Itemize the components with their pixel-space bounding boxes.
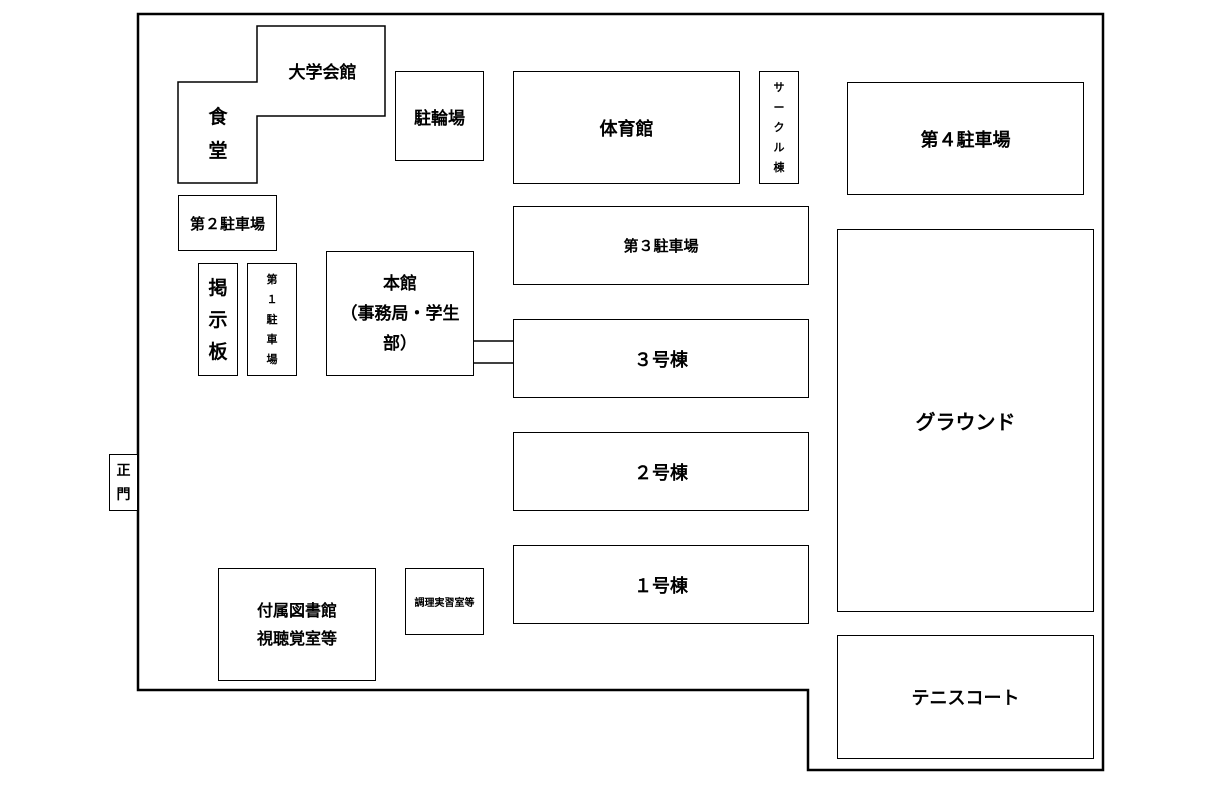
building-1[interactable]: １号棟 bbox=[513, 545, 809, 624]
campus-boundary bbox=[136, 12, 1105, 772]
building-2[interactable]: ２号棟 bbox=[513, 432, 809, 511]
main-building[interactable]: 本館 （事務局・学生 部） bbox=[326, 251, 474, 376]
bicycle-parking[interactable]: 駐輪場 bbox=[395, 71, 484, 161]
library[interactable]: 付属図書館 視聴覚室等 bbox=[218, 568, 376, 681]
tennis-court[interactable]: テニスコート bbox=[837, 635, 1094, 759]
student-hall-label[interactable]: 大学会館 bbox=[288, 63, 357, 83]
cafeteria-label[interactable]: 食 堂 bbox=[208, 106, 228, 162]
bulletin-board[interactable]: 掲 示 板 bbox=[198, 263, 238, 376]
building-3[interactable]: ３号棟 bbox=[513, 319, 809, 398]
parking-4[interactable]: 第４駐車場 bbox=[847, 82, 1084, 195]
parking-1[interactable]: 第 １ 駐 車 場 bbox=[247, 263, 297, 376]
parking-3[interactable]: 第３駐車場 bbox=[513, 206, 809, 285]
cooking-lab[interactable]: 調理実習室等 bbox=[405, 568, 484, 635]
parking-2[interactable]: 第２駐車場 bbox=[178, 195, 277, 251]
circle-building[interactable]: サ ー ク ル 棟 bbox=[759, 71, 799, 184]
student-hall-cafeteria-outline bbox=[177, 25, 386, 184]
gymnasium[interactable]: 体育館 bbox=[513, 71, 740, 184]
main-gate[interactable]: 正 門 bbox=[109, 454, 138, 511]
sports-ground[interactable]: グラウンド bbox=[837, 229, 1094, 612]
